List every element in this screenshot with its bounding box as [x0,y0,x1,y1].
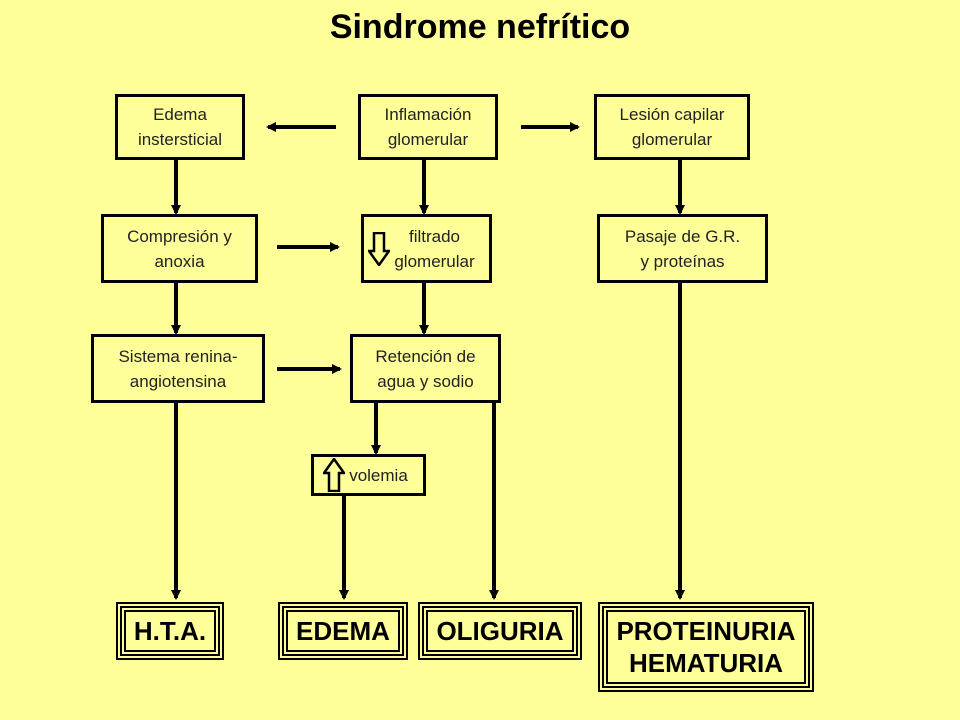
outcome-edema-label: EDEMA [296,616,390,646]
node-inflamacion-glomerular: Inflamación glomerular [358,94,498,160]
outcome-hta-label: H.T.A. [133,616,207,646]
outcome-proteinuria-hematuria: PROTEINURIA HEMATURIA [602,606,810,688]
node-sistema-renina-label: Sistema renina- angiotensina [118,346,238,391]
node-retencion-agua-sodio: Retención de agua y sodio [350,334,501,403]
node-volemia-label: volemia [349,465,408,485]
node-filtrado-glomerular: filtrado glomerular [361,214,492,283]
node-lesion-capilar-label: Lesión capilar glomerular [619,105,725,149]
outcome-proteinuria-hematuria-label: PROTEINURIA HEMATURIA [616,616,796,678]
node-pasaje-gr-proteinas-label: Pasaje de G.R. y proteínas [624,226,741,271]
node-compresion-anoxia: Compresión y anoxia [101,214,258,283]
node-retencion-agua-sodio-label: Retención de agua y sodio [375,346,476,391]
node-lesion-capilar: Lesión capilar glomerular [594,94,750,160]
outcome-hta: H.T.A. [120,606,220,656]
node-pasaje-gr-proteinas: Pasaje de G.R. y proteínas [597,214,768,283]
outcome-oliguria: OLIGURIA [422,606,578,656]
node-filtrado-glomerular-label: filtrado glomerular [394,226,475,271]
node-compresion-anoxia-label: Compresión y anoxia [127,226,232,271]
node-inflamacion-glomerular-label: Inflamación glomerular [384,105,472,149]
down-arrow-icon [368,231,391,266]
node-volemia: volemia [311,454,426,496]
outcome-edema: EDEMA [282,606,404,656]
diagram-title: Sindrome nefrítico [329,8,631,46]
up-arrow-icon [323,458,346,492]
node-sistema-renina: Sistema renina- angiotensina [91,334,265,403]
node-edema-intersticial: Edema instersticial [115,94,245,160]
outcome-oliguria-label: OLIGURIA [436,616,564,646]
node-edema-intersticial-label: Edema instersticial [137,105,223,149]
